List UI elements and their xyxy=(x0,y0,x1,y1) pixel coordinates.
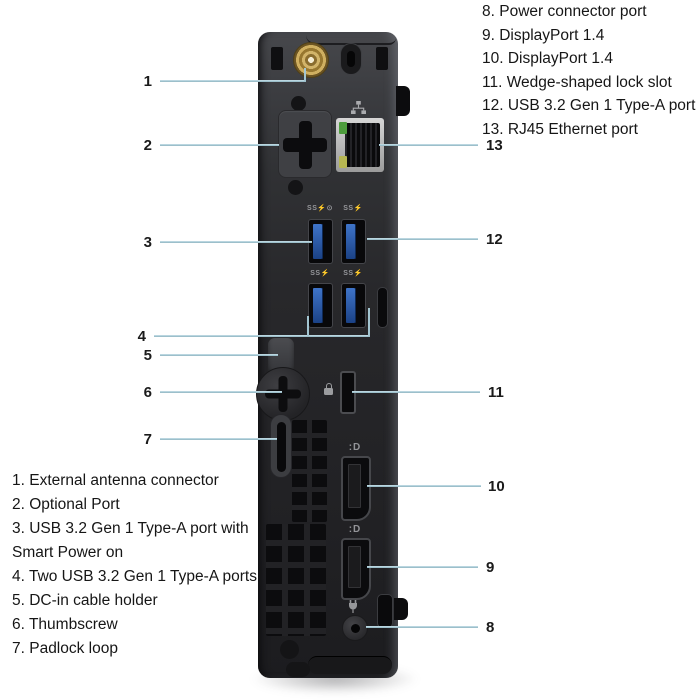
displayport-2 xyxy=(341,538,371,600)
side-bump-top xyxy=(396,86,410,116)
displayport-1 xyxy=(341,456,371,521)
callout-number-9: 9 xyxy=(486,559,495,576)
callout-line-3 xyxy=(160,241,312,243)
callout-number-13: 13 xyxy=(486,137,503,154)
legend-item-3: 3. USB 3.2 Gen 1 Type-A port with Smart … xyxy=(12,520,249,561)
legend-item-1: 1. External antenna connector xyxy=(12,472,219,489)
stand-foot-nub xyxy=(286,662,310,677)
power-pin-hole xyxy=(350,623,360,633)
dp-slot xyxy=(348,464,361,508)
callout-line-8 xyxy=(366,626,478,628)
lock-icon xyxy=(324,383,333,395)
displayport-logo: :D xyxy=(348,442,362,453)
legend-item-8: 8. Power connector port xyxy=(482,3,647,20)
legend-bottom-left: 1. External antenna connector 2. Optiona… xyxy=(12,469,262,661)
vent-grid-upper xyxy=(292,420,327,522)
callout-number-8: 8 xyxy=(486,619,495,636)
rj45-led-amber xyxy=(339,156,347,168)
callout-line-1-stub xyxy=(304,68,306,81)
side-bump-bottom xyxy=(394,598,408,620)
callout-line-12 xyxy=(367,238,478,240)
callout-line-10 xyxy=(367,485,481,487)
corner-vent-left xyxy=(271,47,283,70)
usb-smart-power-marking: SS⚡⊙ xyxy=(307,205,333,212)
padlock-loop-slot xyxy=(277,422,286,472)
legend-item-13: 13. RJ45 Ethernet port xyxy=(482,120,638,138)
power-plug-icon xyxy=(349,600,357,613)
thumbscrew-cross xyxy=(278,376,288,412)
stand-foot xyxy=(308,656,392,674)
callout-line-6 xyxy=(160,391,282,393)
rj45-ethernet-port xyxy=(336,118,384,172)
callout-line-2 xyxy=(160,144,279,146)
usb-marking: SS⚡ xyxy=(343,205,363,212)
power-connector-port xyxy=(342,615,368,641)
usb-port-bottom-left xyxy=(308,283,333,328)
usb-marking: SS⚡ xyxy=(343,270,363,277)
corner-vent-right xyxy=(376,47,388,70)
callout-number-10: 10 xyxy=(488,478,505,495)
callout-number-12: 12 xyxy=(486,231,503,248)
side-slot-bottom xyxy=(377,594,393,628)
legend-top-right: 8. Power connector port 9. DisplayPort 1… xyxy=(482,0,697,142)
callout-number-7: 7 xyxy=(143,431,152,448)
padlock-loop xyxy=(270,414,292,478)
usb-port-smart-power xyxy=(308,219,333,264)
legend-item-7: 7. Padlock loop xyxy=(12,640,118,657)
optional-port-cutout-horizontal xyxy=(283,138,327,152)
callout-number-6: 6 xyxy=(143,384,152,401)
legend-item-2: 2. Optional Port xyxy=(12,496,120,513)
callout-number-4: 4 xyxy=(137,328,146,345)
ethernet-icon xyxy=(351,101,366,114)
callout-line-4-stub xyxy=(368,308,370,336)
cable-tie-slot xyxy=(377,287,388,328)
callout-line-11 xyxy=(352,391,480,393)
usb-port-bottom-right xyxy=(341,283,366,328)
foot-hole xyxy=(280,640,299,659)
callout-line-7 xyxy=(160,438,277,440)
legend-item-10: 10. DisplayPort 1.4 xyxy=(482,50,613,68)
screw-hole-top xyxy=(291,96,306,111)
callout-number-11: 11 xyxy=(488,384,504,401)
usb-tongue xyxy=(313,224,322,259)
callout-number-5: 5 xyxy=(143,347,152,364)
rj45-jack xyxy=(345,123,380,167)
usb-tongue xyxy=(346,224,355,259)
callout-number-3: 3 xyxy=(143,234,152,251)
rj45-led-green xyxy=(339,122,347,134)
vent-grid-lower xyxy=(266,524,326,636)
usb-tongue xyxy=(346,288,355,323)
thumbscrew xyxy=(256,367,310,421)
antenna-connector xyxy=(293,42,329,78)
usb-port-top-right xyxy=(341,219,366,264)
usb-tongue xyxy=(313,288,322,323)
callout-line-4 xyxy=(154,335,370,337)
legend-item-5: 5. DC-in cable holder xyxy=(12,592,158,609)
displayport-logo: :D xyxy=(348,524,362,535)
optional-port xyxy=(278,110,332,178)
callout-line-4-stub xyxy=(307,316,309,336)
callout-line-13 xyxy=(379,144,478,146)
legend-item-12: 12. USB 3.2 Gen 1 Type-A port xyxy=(482,97,696,115)
callout-line-9 xyxy=(367,566,478,568)
legend-item-4: 4. Two USB 3.2 Gen 1 Type-A ports xyxy=(12,568,257,585)
dp-slot xyxy=(348,546,361,588)
callout-line-5 xyxy=(160,354,278,356)
usb-marking: SS⚡ xyxy=(310,270,330,277)
device-rear-panel: SS⚡⊙ SS⚡ SS⚡ SS⚡ :D :D xyxy=(256,32,410,678)
screw-hole-bottom xyxy=(288,180,303,195)
antenna-knockout xyxy=(340,43,362,75)
callout-number-1: 1 xyxy=(143,73,152,90)
legend-item-11: 11. Wedge-shaped lock slot xyxy=(482,73,672,91)
legend-item-6: 6. Thumbscrew xyxy=(12,616,118,633)
callout-line-1 xyxy=(160,80,306,82)
knockout-slot xyxy=(347,51,355,67)
legend-item-9: 9. DisplayPort 1.4 xyxy=(482,26,605,44)
callout-number-2: 2 xyxy=(143,137,152,154)
